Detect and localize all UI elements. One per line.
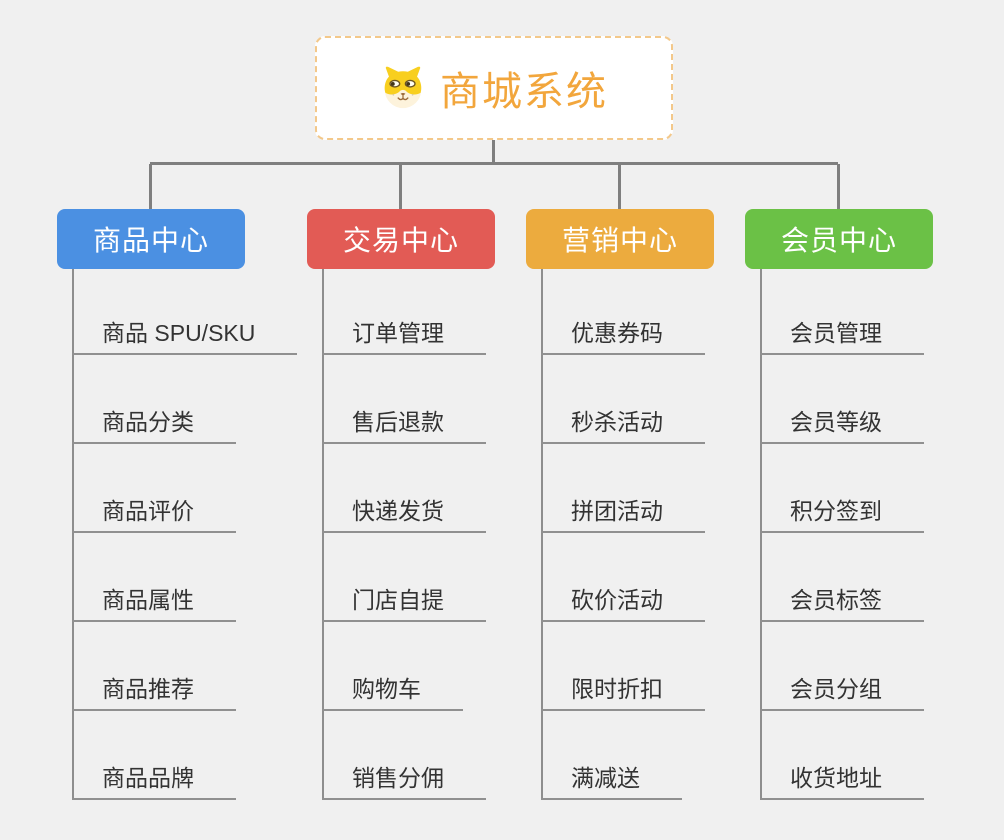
root-node-mall-system[interactable]: 商城系统: [315, 36, 673, 140]
leaf-node[interactable]: 拼团活动: [541, 491, 705, 533]
branch-product-center: 商品中心 商品 SPU/SKU 商品分类 商品评价 商品属性 商品推荐 商品品牌: [57, 209, 317, 809]
branch-marketing-center: 营销中心 优惠券码 秒杀活动 拼团活动 砍价活动 限时折扣 满减送: [526, 209, 786, 809]
leaf-node[interactable]: 会员分组: [760, 669, 924, 711]
connector-spine: [322, 269, 324, 800]
connector-drop-trade: [399, 164, 402, 209]
leaf-node[interactable]: 满减送: [541, 758, 682, 800]
branch-trade-center: 交易中心 订单管理 售后退款 快递发货 门店自提 购物车 销售分佣: [307, 209, 567, 809]
leaf-node[interactable]: 商品分类: [72, 402, 236, 444]
leaf-node[interactable]: 商品属性: [72, 580, 236, 622]
leaf-node[interactable]: 优惠券码: [541, 313, 705, 355]
leaf-node[interactable]: 会员等级: [760, 402, 924, 444]
connector-spine: [72, 269, 74, 800]
leaf-node[interactable]: 会员管理: [760, 313, 924, 355]
connector-bus-line: [150, 162, 838, 165]
branch-header-product-center[interactable]: 商品中心: [57, 209, 245, 269]
branch-header-trade-center[interactable]: 交易中心: [307, 209, 495, 269]
leaf-node[interactable]: 积分签到: [760, 491, 924, 533]
leaf-node[interactable]: 收货地址: [760, 758, 924, 800]
branch-header-label: 交易中心: [342, 225, 459, 256]
connector-root-stem: [492, 140, 495, 164]
branch-header-marketing-center[interactable]: 营销中心: [526, 209, 714, 269]
branch-header-member-center[interactable]: 会员中心: [745, 209, 933, 269]
leaf-node[interactable]: 会员标签: [760, 580, 924, 622]
leaf-node[interactable]: 砍价活动: [541, 580, 705, 622]
connector-drop-product: [149, 164, 152, 209]
leaf-node[interactable]: 购物车: [322, 669, 463, 711]
leaf-node[interactable]: 限时折扣: [541, 669, 705, 711]
connector-spine: [760, 269, 762, 800]
connector-drop-marketing: [618, 164, 621, 209]
connector-drop-member: [837, 164, 840, 209]
shiba-dog-icon: [384, 66, 422, 109]
leaf-node[interactable]: 秒杀活动: [541, 402, 705, 444]
leaf-node[interactable]: 商品 SPU/SKU: [72, 313, 298, 355]
branch-header-label: 商品中心: [92, 225, 209, 256]
leaf-node[interactable]: 商品品牌: [72, 758, 236, 800]
leaf-node[interactable]: 订单管理: [322, 313, 486, 355]
branch-member-center: 会员中心 会员管理 会员等级 积分签到 会员标签 会员分组 收货地址: [745, 209, 1004, 809]
leaf-node[interactable]: 快递发货: [322, 491, 486, 533]
branch-header-label: 会员中心: [780, 225, 897, 256]
leaf-node[interactable]: 商品推荐: [72, 669, 236, 711]
branch-header-label: 营销中心: [561, 225, 678, 256]
root-node-label: 商城系统: [440, 70, 608, 114]
leaf-node[interactable]: 门店自提: [322, 580, 486, 622]
connector-spine: [541, 269, 543, 800]
leaf-node[interactable]: 销售分佣: [322, 758, 486, 800]
leaf-node[interactable]: 商品评价: [72, 491, 236, 533]
leaf-node[interactable]: 售后退款: [322, 402, 486, 444]
